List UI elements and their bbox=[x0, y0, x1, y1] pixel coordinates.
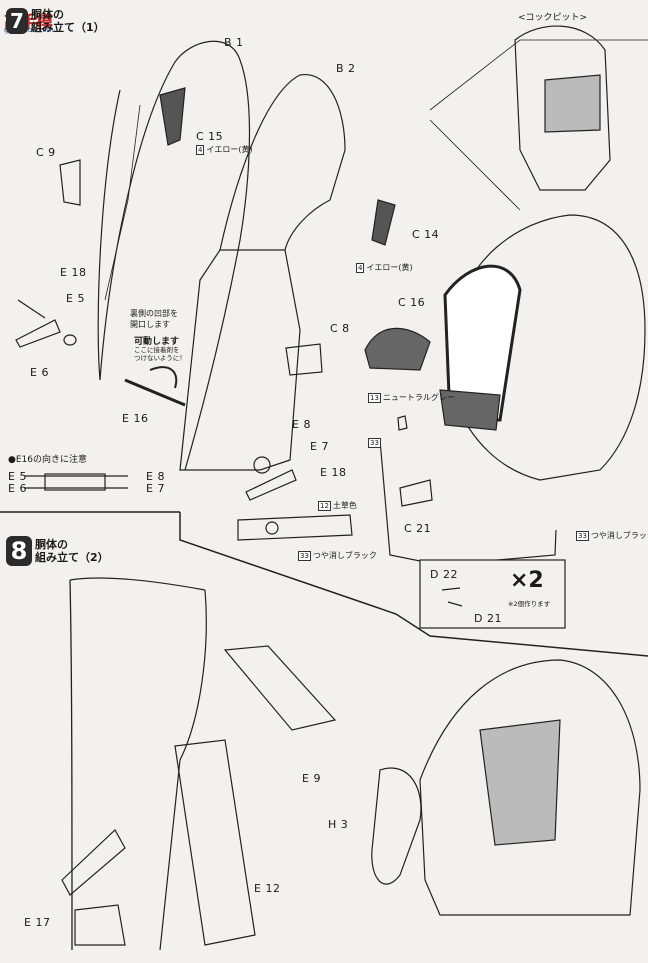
part-c8: C 8 bbox=[330, 322, 350, 335]
diagram-e5: E 5 bbox=[8, 470, 27, 483]
step7-title-line2: 組み立て（1） bbox=[31, 21, 105, 34]
part-e5: E 5 bbox=[66, 292, 85, 305]
color-c15-code: 4 bbox=[196, 144, 205, 155]
diagram-e6: E 6 bbox=[8, 482, 27, 495]
part-e12: E 12 bbox=[254, 882, 281, 895]
color-c15: 4 イエロー(黄) bbox=[196, 144, 253, 155]
note-e16-orientation: ●E16の向きに注意 bbox=[8, 455, 87, 465]
color-black-a-code: 33 bbox=[298, 550, 311, 561]
part-e17: E 17 bbox=[24, 916, 51, 929]
cockpit-title: <コックピット> bbox=[518, 13, 588, 23]
note-kado-sub2: つけないように！ bbox=[134, 354, 186, 362]
step7-number: 7 bbox=[6, 8, 28, 34]
part-d22: D 22 bbox=[430, 568, 458, 581]
step8-number: 8 bbox=[6, 536, 32, 566]
color-black-c: 33 bbox=[368, 438, 383, 448]
color-c16: 13 ニュートラルグレー bbox=[368, 392, 455, 403]
part-e7: E 7 bbox=[310, 440, 329, 453]
note-ura-line1: 裏側の凹部を bbox=[130, 309, 178, 318]
part-e8: E 8 bbox=[292, 418, 311, 431]
color-earth-name: 土草色 bbox=[332, 501, 357, 510]
part-e9: E 9 bbox=[302, 772, 321, 785]
part-c15: C 15 bbox=[196, 130, 224, 143]
part-e6: E 6 bbox=[30, 366, 49, 379]
part-b2: B 2 bbox=[336, 62, 356, 75]
part-c16: C 16 bbox=[398, 296, 426, 309]
color-c14: 4 イエロー(黄) bbox=[356, 262, 413, 273]
part-c21: C 21 bbox=[404, 522, 432, 535]
note-kado: 可動します bbox=[134, 337, 180, 347]
step8-title-line1: 胴体の bbox=[35, 538, 68, 551]
color-black-b-code: 33 bbox=[576, 530, 589, 541]
part-c9: C 9 bbox=[36, 146, 56, 159]
step7-title-line1: 胴体の bbox=[31, 8, 64, 21]
multiplier-note: ※2個作ります bbox=[508, 600, 551, 608]
watermark-url: gao-shou.com bbox=[4, 26, 54, 34]
color-black-a-name: つや消しブラック bbox=[312, 551, 377, 560]
multiplier-x2: ×2 bbox=[510, 568, 544, 593]
part-e18-bottom: E 18 bbox=[320, 466, 347, 479]
step8-title-line2: 組み立て（2） bbox=[35, 551, 109, 564]
part-b1: B 1 bbox=[224, 36, 244, 49]
note-kado-sub1: ここに接着剤を bbox=[134, 346, 180, 354]
color-black-a: 33 つや消しブラック bbox=[298, 550, 377, 561]
color-c16-code: 13 bbox=[368, 392, 381, 403]
step8-header: 8 胴体の 組み立て（2） bbox=[6, 536, 109, 566]
color-black-c-code: 33 bbox=[368, 438, 381, 448]
diagram-e8: E 8 bbox=[146, 470, 165, 483]
color-c16-name: ニュートラルグレー bbox=[382, 393, 455, 402]
note-ura-line2: 開口します bbox=[130, 320, 170, 329]
color-c14-name: イエロー(黄) bbox=[366, 263, 413, 272]
part-e18-top: E 18 bbox=[60, 266, 87, 279]
color-earth-code: 12 bbox=[318, 500, 331, 511]
diagram-e7: E 7 bbox=[146, 482, 165, 495]
color-c15-name: イエロー(黄) bbox=[206, 145, 253, 154]
color-c14-code: 4 bbox=[356, 262, 365, 273]
color-black-b-name: つや消しブラック bbox=[590, 531, 648, 540]
part-h3: H 3 bbox=[328, 818, 349, 831]
part-e16: E 16 bbox=[122, 412, 149, 425]
step7-header: 7 胴体の 組み立て（1） bbox=[6, 8, 105, 34]
color-earth: 12 土草色 bbox=[318, 500, 357, 511]
part-d21: D 21 bbox=[474, 612, 502, 625]
color-black-b: 33 つや消しブラック bbox=[576, 530, 648, 541]
part-c14: C 14 bbox=[412, 228, 440, 241]
